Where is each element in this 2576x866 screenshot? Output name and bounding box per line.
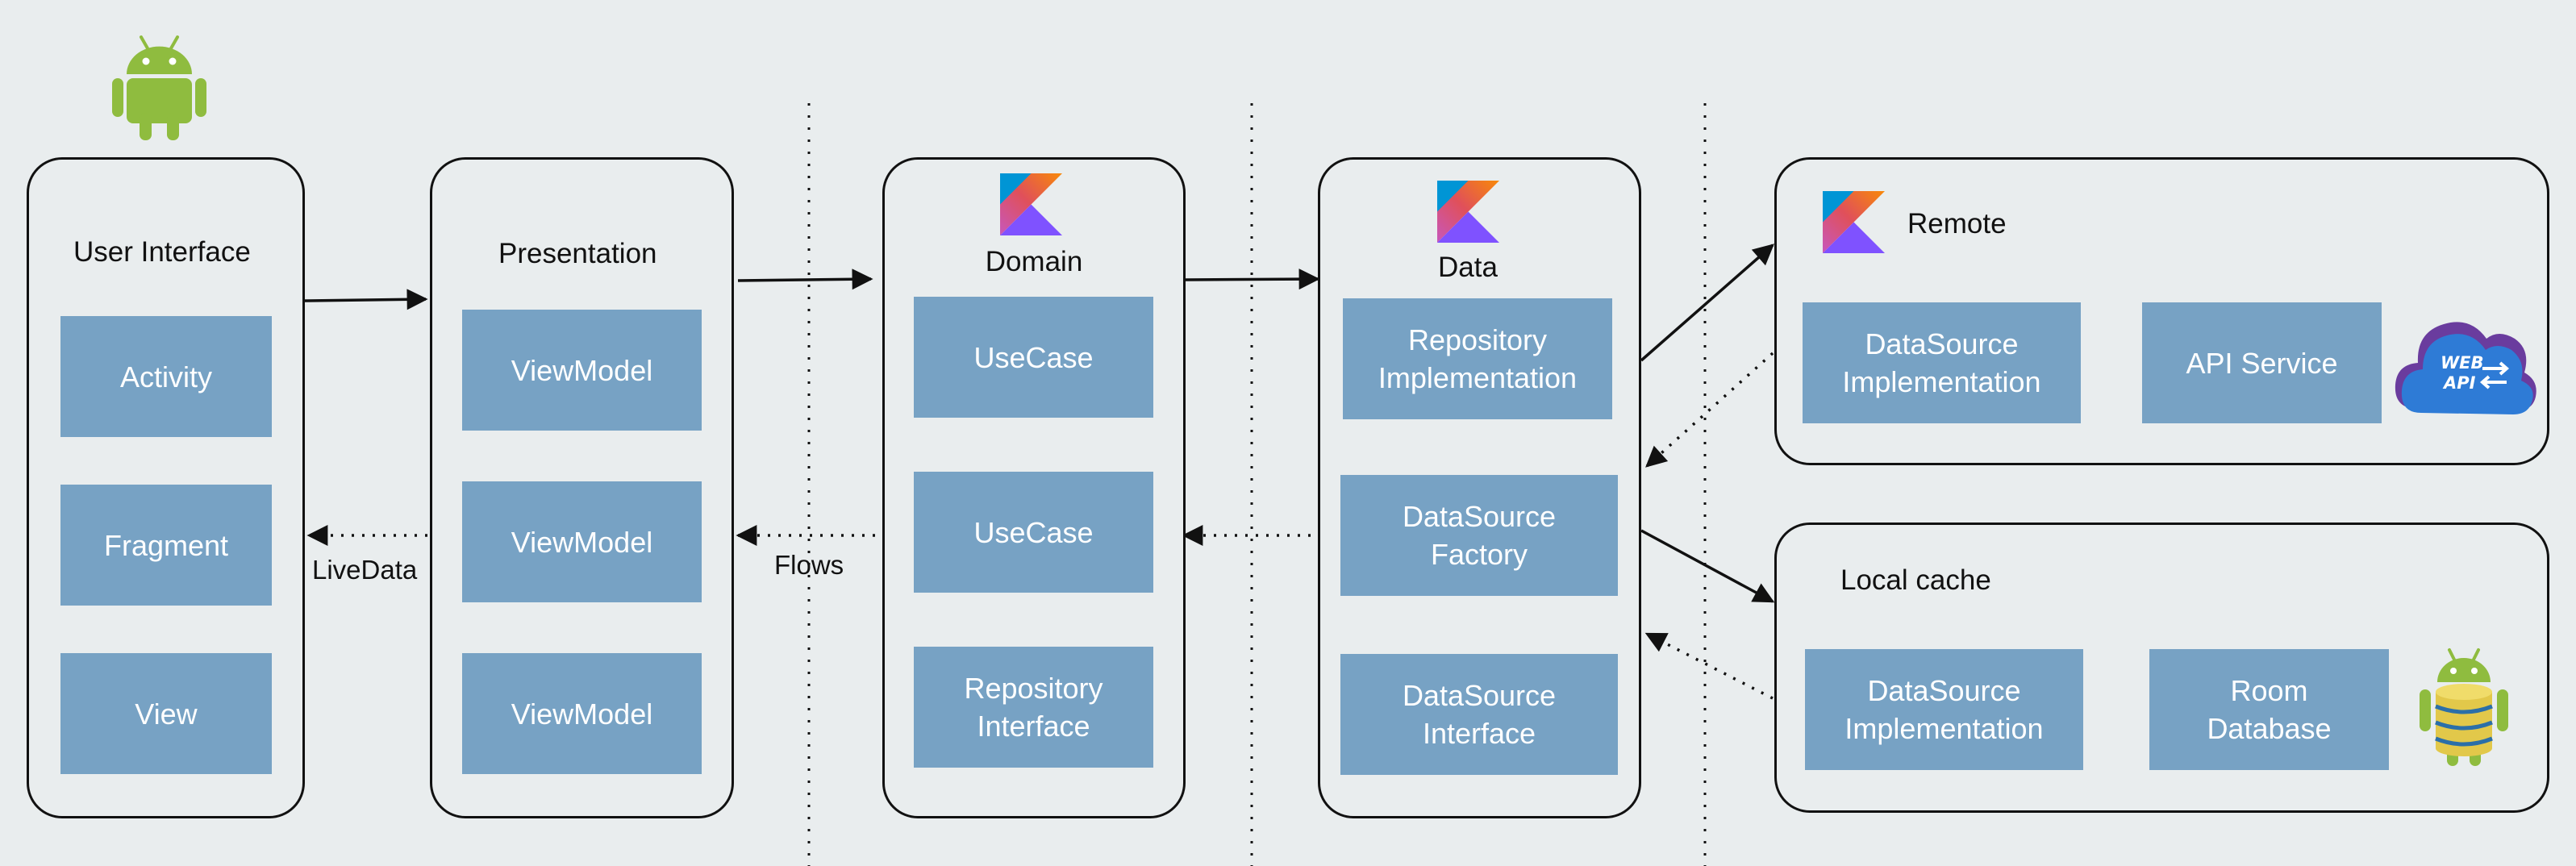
view-box: View	[60, 653, 272, 774]
repository-interface-box: Repository Interface	[914, 647, 1153, 768]
arrow-remote-return	[1645, 352, 1774, 468]
domain-title: Domain	[985, 246, 1083, 277]
remote-datasource-implementation-box: DataSource Implementation	[1803, 302, 2081, 423]
web-api-cloud-icon: WEB API	[2395, 322, 2536, 414]
web-api-text: WEB	[2441, 353, 2484, 373]
arrow-presentation-to-domain	[737, 269, 873, 290]
fragment-box: Fragment	[60, 485, 272, 606]
local-title: Local cache	[1840, 564, 1991, 596]
arrow-local-return	[1644, 632, 1774, 700]
arrow-data-to-remote	[1640, 244, 1774, 362]
activity-box: Activity	[60, 316, 272, 437]
arrow-ui-to-presentation	[304, 289, 428, 310]
viewmodel-box: ViewModel	[462, 310, 702, 431]
datasource-interface-box: DataSource Interface	[1340, 654, 1618, 775]
usecase-box: UseCase	[914, 472, 1153, 593]
web-api-text: API	[2442, 373, 2476, 393]
android-icon	[112, 35, 206, 140]
kotlin-icon	[1823, 191, 1885, 253]
presentation-title: Presentation	[498, 238, 657, 269]
livedata-label: LiveData	[312, 555, 418, 585]
datasource-factory-box: DataSource Factory	[1340, 475, 1618, 596]
usecase-box: UseCase	[914, 297, 1153, 418]
local-datasource-implementation-box: DataSource Implementation	[1805, 649, 2083, 770]
remote-title: Remote	[1907, 208, 2007, 239]
kotlin-icon	[1000, 173, 1062, 235]
arrow-data-to-local	[1640, 529, 1775, 603]
viewmodel-box: ViewModel	[462, 481, 702, 602]
ui-title: User Interface	[73, 236, 251, 268]
android-database-icon	[2420, 648, 2508, 766]
kotlin-icon	[1437, 181, 1499, 243]
data-title: Data	[1438, 252, 1498, 283]
viewmodel-box: ViewModel	[462, 653, 702, 774]
room-database-box: Room Database	[2149, 649, 2389, 770]
flows-label: Flows	[774, 550, 844, 580]
api-service-box: API Service	[2142, 302, 2382, 423]
repository-implementation-box: Repository Implementation	[1343, 298, 1612, 419]
arrow-domain-to-data	[1185, 269, 1320, 290]
